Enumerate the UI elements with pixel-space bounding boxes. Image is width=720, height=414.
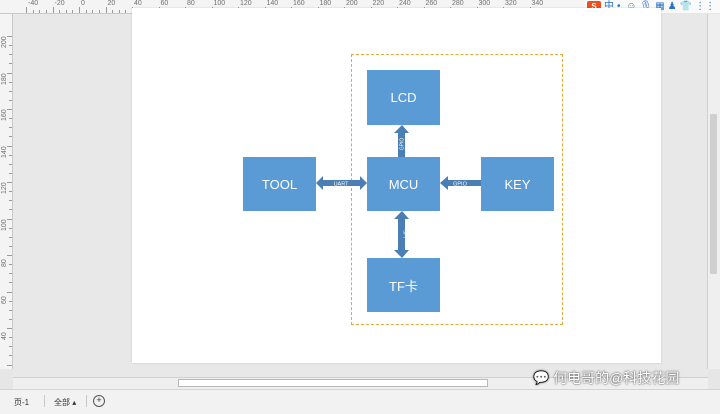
watermark: 💬 何电哥的@科技花园	[533, 368, 679, 388]
lcd-block[interactable]: LCD	[367, 70, 440, 125]
tf-card-block[interactable]: TF卡	[367, 258, 440, 312]
vertical-scrollbar[interactable]	[707, 14, 720, 369]
all-pages-dropdown[interactable]: 全部 ▴	[54, 397, 76, 408]
spi-label: SPI	[402, 230, 408, 238]
vertical-scroll-thumb[interactable]	[710, 114, 717, 274]
add-page-icon[interactable]: +	[93, 395, 105, 407]
uart-label: UART	[334, 182, 350, 188]
gpio-lcd-label: GPIO	[400, 138, 406, 151]
watermark-text: 何电哥的@科技花园	[553, 368, 679, 388]
tool-block[interactable]: TOOL	[243, 157, 316, 211]
key-block[interactable]: KEY	[481, 157, 554, 211]
gpio-key-label: GPIO	[453, 182, 467, 188]
wechat-icon: 💬	[533, 370, 549, 386]
divider	[86, 395, 87, 407]
horizontal-scroll-thumb[interactable]	[178, 379, 488, 387]
page-tab[interactable]: 页-1	[14, 397, 29, 408]
mcu-block[interactable]: MCU	[367, 157, 440, 211]
status-bar: 页-1 全部 ▴ +	[0, 389, 720, 414]
divider	[44, 395, 45, 407]
